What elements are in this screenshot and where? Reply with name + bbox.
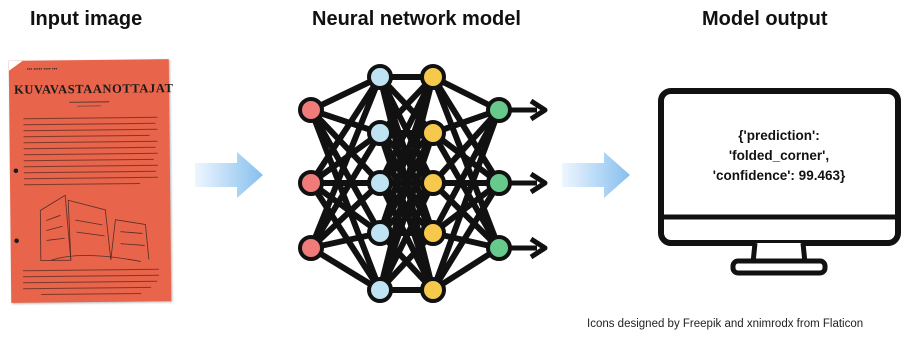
monitor-icon <box>658 88 901 276</box>
document-header-line: ••• ••••• •••• ••• <box>26 66 58 73</box>
input-heading: Input image <box>30 8 143 30</box>
folded-corner <box>8 60 23 71</box>
icon-credit: Icons designed by Freepik and xnimrodx f… <box>587 318 864 330</box>
network-connection <box>430 107 502 293</box>
binder-hole <box>14 238 19 244</box>
hidden-node-layer2 <box>420 277 446 303</box>
input-node <box>298 97 324 123</box>
network-connection <box>308 107 383 293</box>
output-arrow-head <box>529 98 548 122</box>
output-node <box>486 97 512 123</box>
network-connection <box>430 130 502 251</box>
hidden-node-layer2 <box>420 170 446 196</box>
network-connection <box>377 130 436 293</box>
hidden-node-layer1 <box>367 120 393 146</box>
hidden-node-layer1 <box>367 220 393 246</box>
hidden-node-layer2 <box>420 220 446 246</box>
network-connection <box>430 245 502 293</box>
output-arrow-head <box>529 171 548 195</box>
document-illustration <box>8 60 159 296</box>
hidden-node-layer2 <box>420 64 446 90</box>
input-node <box>298 235 324 261</box>
input-document-image: ••• ••••• •••• ••• KUVAVASTAANOTTAJAT <box>8 59 174 303</box>
hidden-node-layer1 <box>367 170 393 196</box>
output-heading: Model output <box>702 8 828 30</box>
network-connection <box>308 180 383 251</box>
output-line-prediction: {'prediction': <box>738 128 820 143</box>
network-connection <box>430 107 502 186</box>
right-arrow-icon <box>562 152 630 198</box>
network-connection <box>308 180 383 293</box>
network-connection <box>308 74 383 251</box>
network-connection <box>430 180 502 293</box>
network-connection <box>430 74 502 186</box>
binder-hole <box>13 168 19 174</box>
network-connection <box>430 74 502 251</box>
output-node <box>486 235 512 261</box>
right-arrow-icon <box>195 152 263 198</box>
output-line-confidence: 'confidence': 99.463} <box>712 168 846 183</box>
hidden-node-layer1 <box>367 64 393 90</box>
model-output-text: {'prediction': 'folded_corner', 'confide… <box>680 126 878 186</box>
hidden-node-layer1 <box>367 277 393 303</box>
network-connection <box>308 107 383 186</box>
network-connection <box>430 107 502 236</box>
network-connection <box>430 180 502 251</box>
network-connection <box>308 74 383 186</box>
output-node <box>486 170 512 196</box>
network-connection <box>430 130 502 186</box>
output-arrow-head <box>529 236 548 260</box>
document-title: KUVAVASTAANOTTAJAT <box>13 81 174 97</box>
network-connection <box>308 130 383 251</box>
network-connection <box>377 180 436 293</box>
output-line-label: 'folded_corner', <box>728 148 830 163</box>
network-connection <box>308 107 383 236</box>
input-node <box>298 170 324 196</box>
hidden-node-layer2 <box>420 120 446 146</box>
body-text-lines <box>23 116 158 186</box>
neural-network-icon <box>298 64 548 303</box>
network-connection <box>308 180 383 236</box>
model-heading: Neural network model <box>312 8 521 30</box>
document-illustration-drawing <box>39 194 150 262</box>
network-connection <box>308 245 383 293</box>
